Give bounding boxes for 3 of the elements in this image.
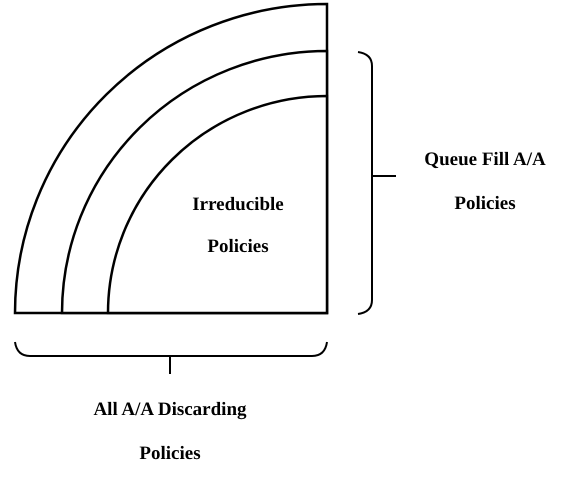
region-label: Irreducible Policies	[191, 193, 285, 259]
bracket-label: Queue Fill A/A Policies	[423, 148, 547, 216]
bracket-label: All A/A Discarding Policies	[92, 398, 248, 466]
